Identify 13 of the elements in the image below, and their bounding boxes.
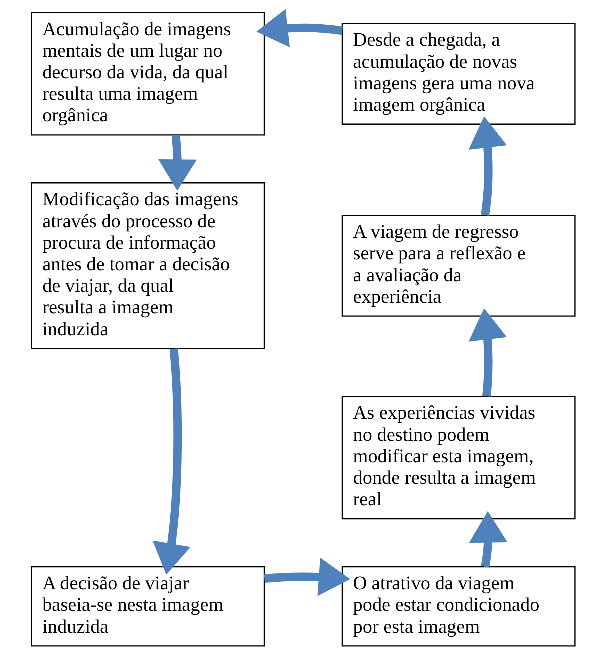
arrow [264, 558, 350, 596]
node-box: A viagem de regresso serve para a reflexão e a avaliação da experiência [341, 214, 576, 317]
node-box: Modificação das imagens através do processo de procura de informação antes de tomar a decisão de viajar, da qual resulta a imagem induzida [30, 182, 265, 350]
arrow [158, 135, 197, 192]
node-box: Acumulação de imagens mentais de um lugar no decurso da vida, da qual resulta uma imagem orgânica [30, 12, 265, 136]
node-box: As experiências vividas no destino podem modificar esta imagem, donde resulta a imagem real [341, 396, 576, 520]
arrow [152, 348, 190, 575]
node-box: Desde a chegada, a acumulação de novas imagens gera uma nova imagem orgânica [341, 23, 576, 125]
node-box: O atrativo da viagem pode estar condicionado por esta imagem [341, 566, 576, 647]
arrow [256, 9, 342, 48]
arrow [468, 116, 507, 216]
arrow [468, 308, 507, 397]
node-box: A decisão de viajar baseia-se nesta imagem induzida [30, 566, 265, 647]
